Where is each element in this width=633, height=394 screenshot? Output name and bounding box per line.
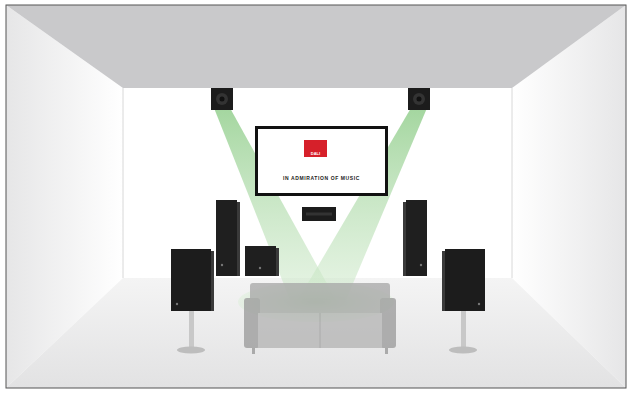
room-ground [6,5,626,388]
front-speaker [403,200,427,276]
surround-speaker [442,249,485,354]
floor [6,278,626,388]
tagline-text: IN ADMIRATION OF MUSIC [258,175,385,181]
frame [6,5,626,388]
wall-corner [123,88,124,278]
height-speaker [211,88,233,110]
ceiling [6,5,626,88]
front-speaker [216,200,240,276]
center-speaker-driver [306,213,332,216]
subwoofer [245,246,279,276]
surround-speaker [171,249,214,354]
center-speaker [302,207,336,221]
height-speaker [408,88,430,110]
logo-text: DALI [304,151,327,156]
logo-badge: DALI [304,140,327,157]
tv-screen: IN ADMIRATION OF MUSIC DALI [255,126,388,196]
wall-corner [512,88,513,278]
sofa [244,283,396,354]
